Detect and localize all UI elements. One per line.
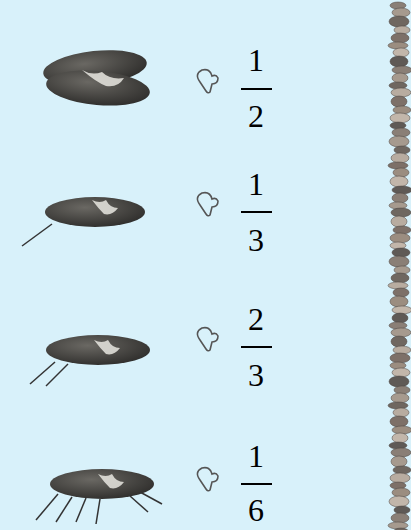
numerator: 2 <box>241 303 271 335</box>
numerator: 1 <box>241 168 271 200</box>
stone-bug-1 <box>42 46 152 110</box>
fraction-bars <box>241 89 272 484</box>
denominator: 2 <box>241 100 271 132</box>
stone-bug-4 <box>36 469 162 524</box>
thumb-icons <box>197 70 218 491</box>
pebble-column <box>388 2 411 530</box>
numerator: 1 <box>241 440 271 472</box>
stone-bug-3 <box>30 335 150 386</box>
denominator: 3 <box>241 224 271 256</box>
denominator: 6 <box>241 494 271 526</box>
denominator: 3 <box>241 359 271 391</box>
numerator: 1 <box>241 44 271 76</box>
stone-bug-2 <box>22 197 145 246</box>
